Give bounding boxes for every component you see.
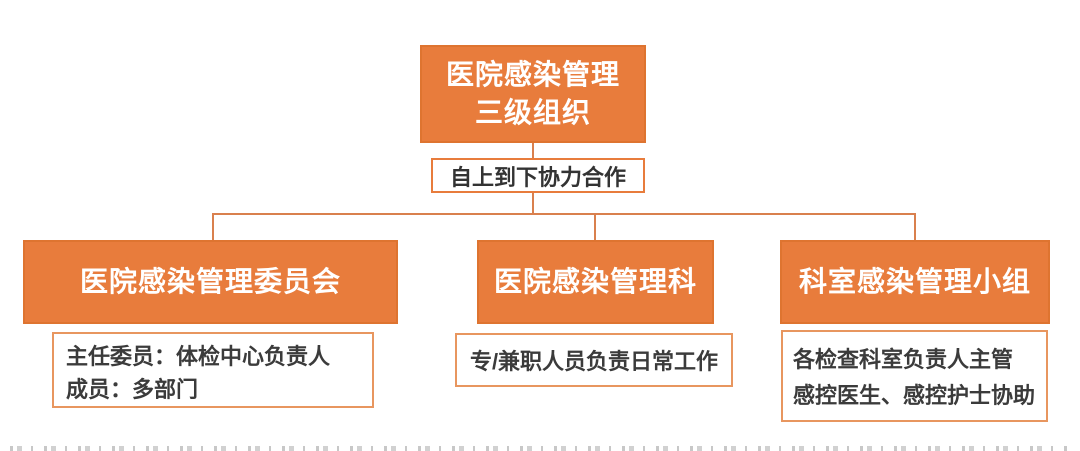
root-node-hospital-infection-management: 医院感染管理 三级组织 xyxy=(420,45,646,143)
branch-title-committee: 医院感染管理委员会 xyxy=(79,266,341,298)
detail-line-staff: 专/兼职人员负责日常工作 xyxy=(469,349,719,374)
branch-title-section-team: 科室感染管理小组 xyxy=(798,266,1031,298)
connector-drop-middle xyxy=(594,213,596,241)
connector-drop-left xyxy=(212,213,214,241)
connector-trunk-horizontal xyxy=(212,213,916,215)
connector-subtitle-to-trunk xyxy=(532,192,534,214)
root-title-line-1: 医院感染管理 xyxy=(445,59,620,91)
detail-line-assistants: 感控医生、感控护士协助 xyxy=(793,383,1036,408)
detail-line-chairman: 主任委员：体检中心负责人 xyxy=(66,344,331,369)
detail-line-members: 成员：多部门 xyxy=(66,377,199,402)
branch-node-section-team: 科室感染管理小组 xyxy=(780,240,1050,324)
branch-detail-department: 专/兼职人员负责日常工作 xyxy=(455,333,733,387)
branch-title-department: 医院感染管理科 xyxy=(493,266,697,298)
connector-drop-right xyxy=(914,213,916,241)
branch-node-committee: 医院感染管理委员会 xyxy=(23,240,398,324)
branch-node-department: 医院感染管理科 xyxy=(477,240,714,324)
branch-detail-section-team: 各检查科室负责人主管 感控医生、感控护士协助 xyxy=(781,330,1048,422)
branch-detail-committee: 主任委员：体检中心负责人 成员：多部门 xyxy=(52,332,374,408)
subtitle-label-cooperation: 自上到下协力合作 xyxy=(431,158,645,193)
cutoff-text-row xyxy=(10,446,1070,451)
connector-root-to-subtitle xyxy=(532,143,534,159)
detail-line-supervisor: 各检查科室负责人主管 xyxy=(793,347,1014,372)
root-title-line-2: 三级组织 xyxy=(474,97,591,128)
